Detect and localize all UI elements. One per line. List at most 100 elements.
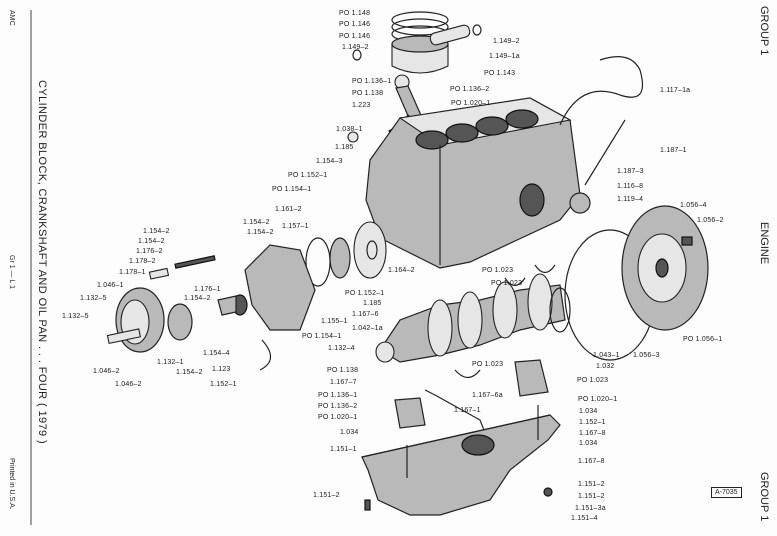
- part-label: 1.185: [335, 144, 354, 151]
- flywheel: [564, 205, 709, 361]
- group-heading-top: GROUP 1: [758, 6, 770, 56]
- part-label: 1.154–4: [203, 350, 230, 357]
- group-heading-bottom: GROUP 1: [758, 472, 770, 522]
- part-label: PO 1.056–1: [683, 336, 723, 343]
- part-label: 1.187–1: [660, 147, 687, 154]
- part-label: 1.034: [340, 429, 359, 436]
- part-label: 1.151–2: [578, 493, 605, 500]
- part-label: 1.154–2: [176, 369, 203, 376]
- part-label: 1.046–2: [115, 381, 142, 388]
- part-label: 1.149–2: [493, 38, 520, 45]
- part-label: 1.152–1: [579, 419, 606, 426]
- part-label: 1.132–1: [157, 359, 184, 366]
- part-label: 1.154–2: [184, 295, 211, 302]
- part-label: 1.132–5: [80, 295, 107, 302]
- part-label: 1.154–2: [247, 229, 274, 236]
- part-label: 1.046–2: [93, 368, 120, 375]
- part-label: 1.056–3: [633, 352, 660, 359]
- part-label: 1.151–3a: [575, 505, 606, 512]
- part-label: 1.176–1: [194, 286, 221, 293]
- part-label: 1.034: [579, 408, 598, 415]
- part-label: PO 1.138: [327, 367, 359, 374]
- part-label: 1.167–1: [454, 407, 481, 414]
- part-label: 1.161–2: [275, 206, 302, 213]
- section-heading: ENGINE: [758, 222, 770, 265]
- part-label: 1.132–5: [62, 313, 89, 320]
- part-label: PO 1.023: [577, 377, 609, 384]
- part-label: 1.155–1: [321, 318, 348, 325]
- figure-reference: A-7035: [711, 487, 742, 498]
- part-label: 1.034: [579, 440, 598, 447]
- part-label: 1.032: [596, 363, 615, 370]
- part-label: 1.149–1a: [489, 53, 520, 60]
- hose: [559, 56, 644, 126]
- part-label: 1.223: [352, 102, 371, 109]
- page-code: Gr 1 — L 1: [8, 255, 15, 289]
- crankshaft: [375, 273, 571, 363]
- part-label: PO 1.136–2: [450, 86, 490, 93]
- part-label: PO 1.023: [482, 267, 514, 274]
- part-label: 1.151–2: [313, 492, 340, 499]
- part-label: 1.187–3: [617, 168, 644, 175]
- part-label: PO 1.146: [339, 33, 371, 40]
- printed-note: Printed in U.S.A.: [8, 458, 15, 510]
- part-label: PO 1.143: [484, 70, 516, 77]
- part-label: 1.167–6: [352, 311, 379, 318]
- part-label: PO 1.136–1: [352, 78, 392, 85]
- part-label: 1.167–8: [579, 430, 606, 437]
- part-label: PO 1.023: [491, 280, 523, 287]
- part-label: 1.046–1: [97, 282, 124, 289]
- part-label: 1.167–8: [578, 458, 605, 465]
- part-label: 1.178–2: [129, 258, 156, 265]
- part-label: PO 1.138: [352, 90, 384, 97]
- part-label: 1.154–3: [316, 158, 343, 165]
- part-label: 1.132–4: [328, 345, 355, 352]
- part-label: 1.038–1: [336, 126, 363, 133]
- part-label: PO 1.146: [339, 21, 371, 28]
- part-label: PO 1.148: [339, 10, 371, 17]
- publisher-mark: AMC: [8, 10, 15, 26]
- diagram-title: CYLINDER BLOCK, CRANKSHAFT AND OIL PAN .…: [36, 80, 48, 445]
- part-label: PO 1.154–1: [302, 333, 342, 340]
- part-label: 1.116–8: [617, 183, 644, 190]
- part-label: 1.185: [363, 300, 382, 307]
- water-pump-cover: [569, 192, 591, 214]
- part-label: 1.164–2: [388, 267, 415, 274]
- timing-parts: [305, 221, 387, 287]
- dipstick-tube: [584, 119, 626, 186]
- part-label: PO 1.152–1: [288, 172, 328, 179]
- part-label: PO 1.152–1: [345, 290, 385, 297]
- piston-assembly: [352, 11, 482, 74]
- part-label: 1.043–1: [593, 352, 620, 359]
- part-label: 1.151–2: [578, 481, 605, 488]
- part-label: PO 1.136–2: [318, 403, 358, 410]
- timing-cover: [217, 244, 316, 371]
- oil-pan: [361, 405, 561, 516]
- part-label: 1.154–2: [143, 228, 170, 235]
- part-label: 1.167–6a: [472, 392, 503, 399]
- part-label: 1.152–1: [210, 381, 237, 388]
- part-label: 1.176–2: [136, 248, 163, 255]
- part-label: 1.151–1: [330, 446, 357, 453]
- part-label: PO 1.020–1: [451, 100, 491, 107]
- part-label: 1.157–1: [282, 223, 309, 230]
- part-label: 1.154–2: [138, 238, 165, 245]
- part-label: 1.178–1: [119, 269, 146, 276]
- part-label: PO 1.154–1: [272, 186, 312, 193]
- part-label: PO 1.023: [472, 361, 504, 368]
- cylinder-block: [347, 97, 581, 269]
- part-label: PO 1.020–1: [318, 414, 358, 421]
- part-label: PO 1.136–1: [318, 392, 358, 399]
- part-label: 1.117–1a: [660, 87, 691, 94]
- part-label: 1.119–4: [617, 196, 644, 203]
- part-label: 1.151–4: [571, 515, 598, 522]
- part-label: PO 1.020–1: [578, 396, 618, 403]
- part-label: 1.167–7: [330, 379, 357, 386]
- part-label: 1.042–1a: [352, 325, 383, 332]
- part-label: 1.123: [212, 366, 231, 373]
- crankshaft-pulley: [106, 255, 216, 353]
- part-label: 1.149–2: [342, 44, 369, 51]
- part-label: 1.154–2: [243, 219, 270, 226]
